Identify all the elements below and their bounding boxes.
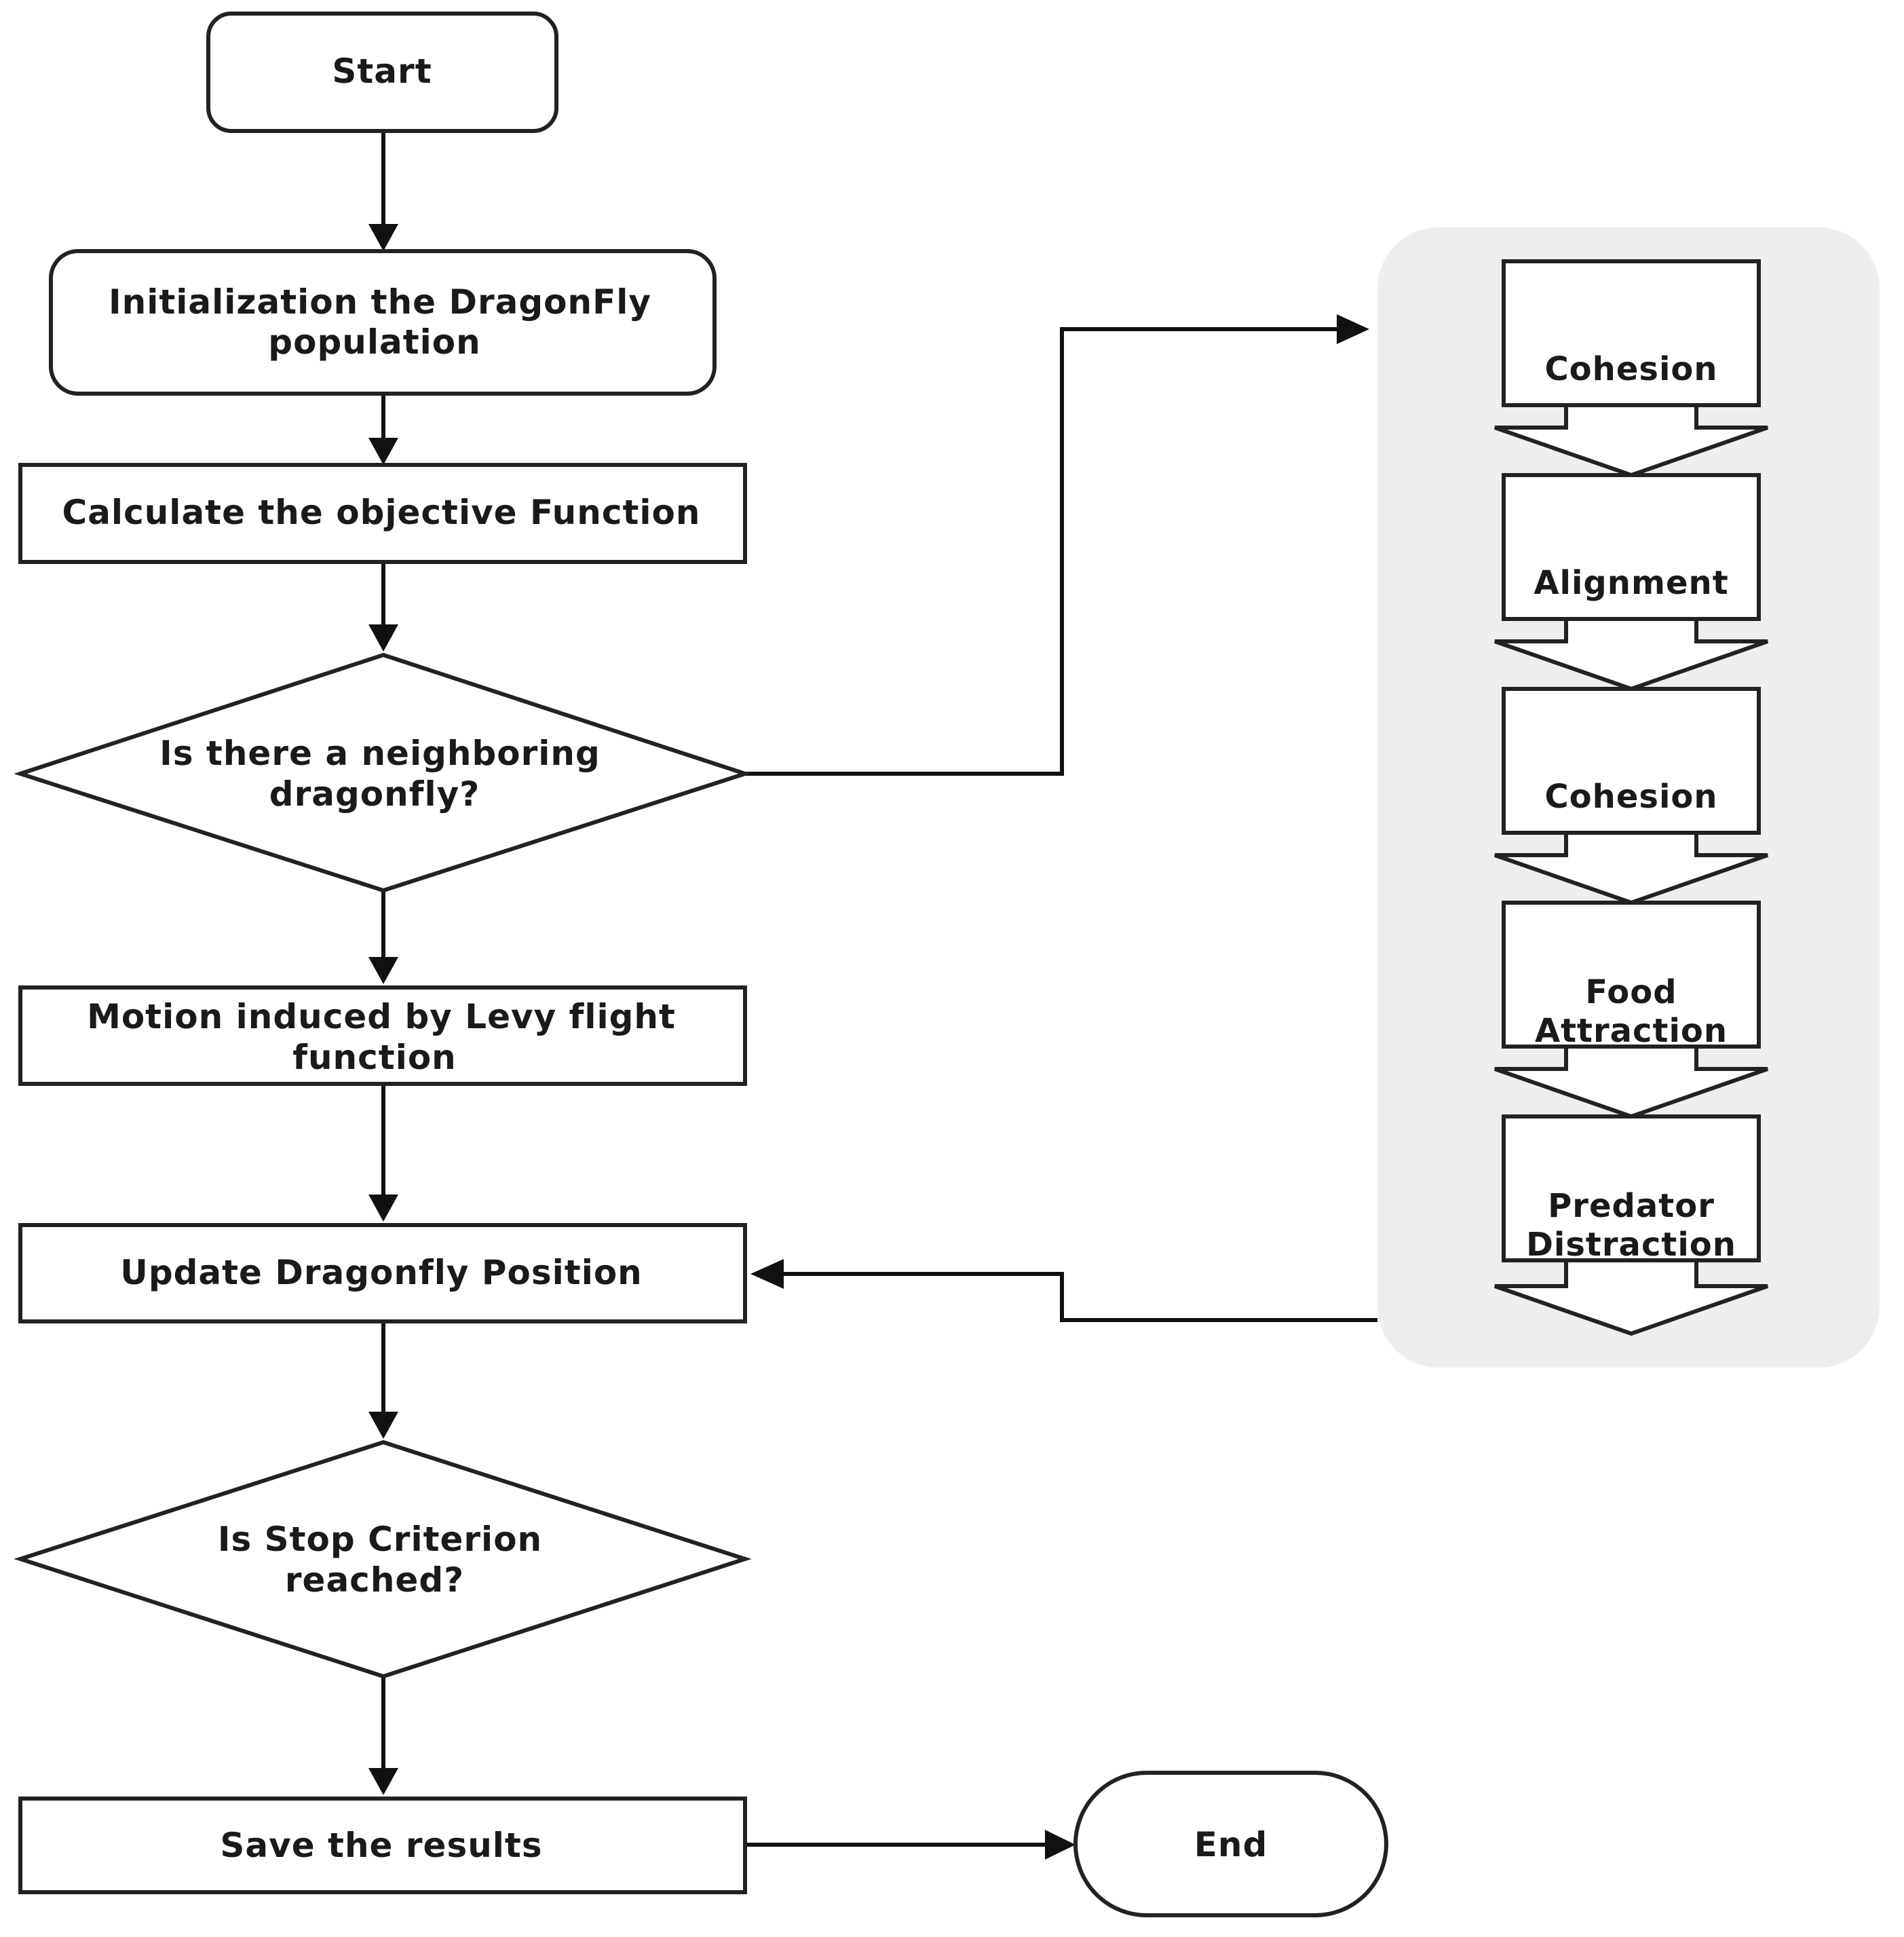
start-node [206,12,558,133]
init-population-node [49,249,717,396]
connector-neighbor-to-group [745,327,1340,776]
arrowhead-calc-neighbor [368,624,398,652]
levy-flight-node [18,985,747,1086]
arrowhead-start-init [368,224,398,251]
behavior-label-cohesion-1: Cohesion [1544,350,1717,388]
arrowhead-neighbor-levy [368,957,398,984]
save-results-node [18,1797,747,1894]
calculate-objective-node [18,463,747,564]
stop-label-line1: Is Stop Criterion [218,1520,542,1559]
behavior-label-predator: Predator [1548,1187,1715,1225]
end-label: End [1194,1825,1268,1864]
behavior-box-food-attraction [1502,901,1761,1049]
behavior-label-attraction: Attraction [1535,1012,1728,1050]
behavior-label-food: Food [1585,973,1677,1011]
init-label-line1: Initialization the DragonFly [109,282,651,322]
init-label-line2: population [268,322,480,362]
neighbor-label-line1: Is there a neighboring [159,734,601,773]
stop-label-line2: reached? [285,1560,464,1600]
levy-label-line1: Motion induced by Levy flight [87,997,676,1036]
block-arrow-5 [1494,1257,1768,1336]
arrowhead-stop-save [368,1768,398,1795]
neighbor-decision-node [14,652,752,893]
behavior-label-distraction: Distraction [1526,1226,1736,1264]
behavior-box-predator-distraction [1502,1114,1761,1262]
neighbor-label-line2: dragonfly? [269,774,480,814]
end-node [1073,1771,1388,1917]
block-arrow-2 [1494,616,1768,692]
arrowhead-to-update [750,1259,784,1289]
arrowhead-save-end [1045,1830,1075,1860]
connector-group-to-update [780,1272,1377,1322]
update-label: Update Dragonfly Position [120,1253,643,1292]
stop-criterion-decision-node [14,1440,752,1679]
behavior-box-alignment [1502,473,1761,621]
block-arrow-3 [1494,829,1768,905]
block-arrow-4 [1494,1043,1768,1119]
arrowhead-to-group [1337,314,1369,344]
behavior-label-cohesion-2: Cohesion [1544,778,1717,816]
arrowhead-init-calc [368,438,398,465]
levy-label-line2: function [292,1038,457,1077]
arrowhead-update-stop [368,1412,398,1439]
block-arrow-1 [1494,402,1768,478]
start-label: Start [332,52,432,91]
behavior-box-cohesion-1 [1502,259,1761,407]
save-label: Save the results [220,1826,542,1865]
behavior-label-alignment: Alignment [1534,564,1728,602]
update-position-node [18,1223,747,1323]
calculate-label: Calculate the objective Function [62,493,701,532]
behavior-box-cohesion-2 [1502,687,1761,835]
arrowhead-levy-update [368,1195,398,1222]
